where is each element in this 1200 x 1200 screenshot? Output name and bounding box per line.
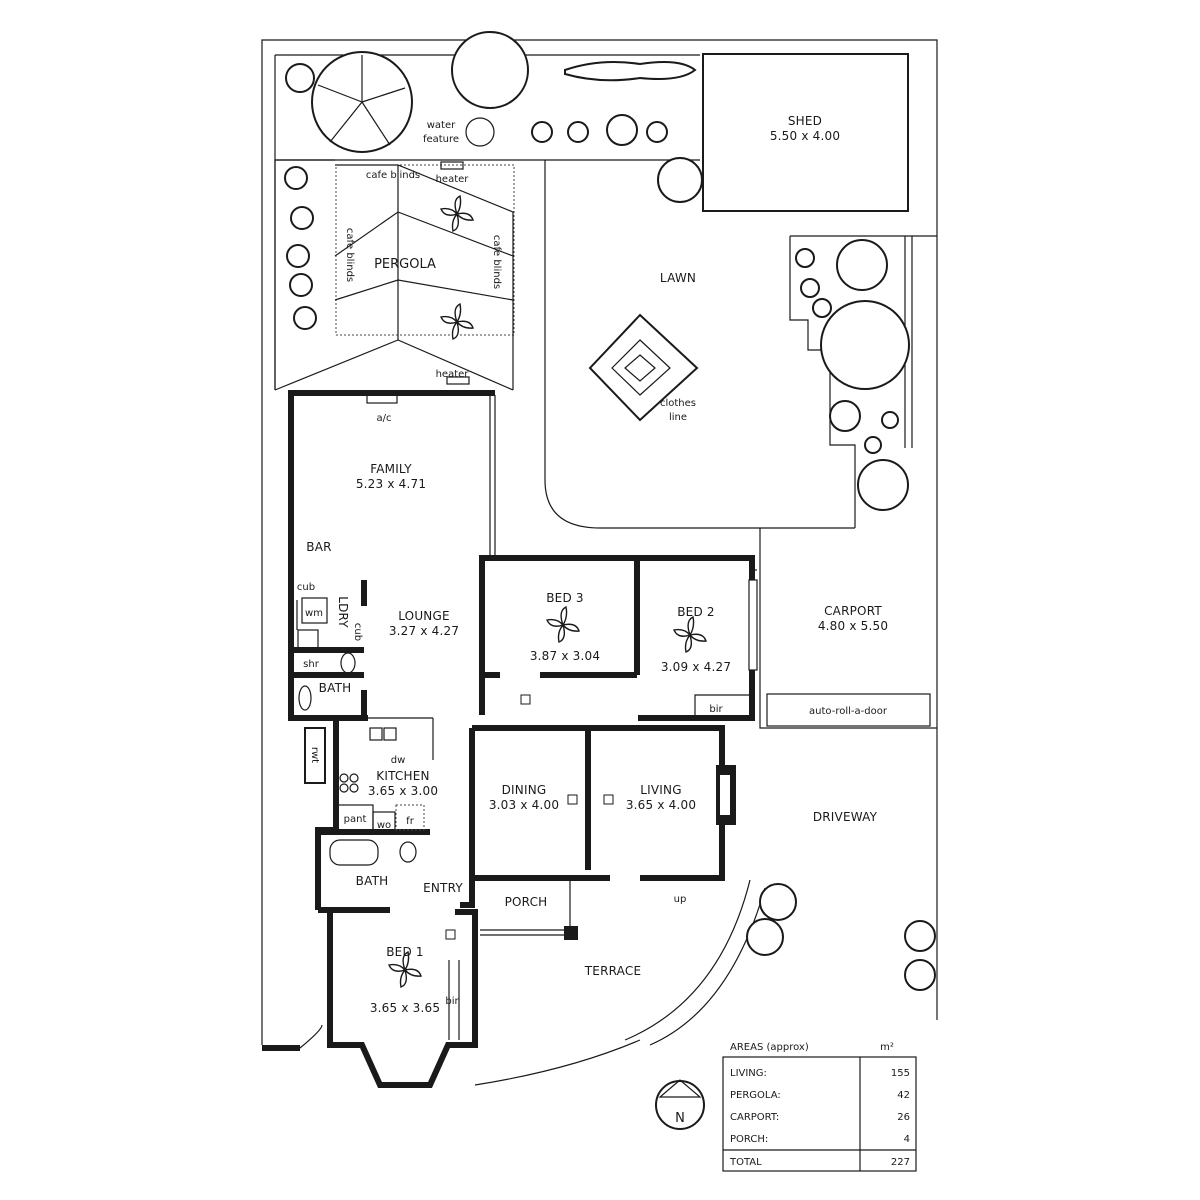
fixture-labels: a/c cub wm cub shr rwt dw pant wo fr bir…	[297, 413, 724, 1007]
bed3-dims: 3.87 x 3.04	[530, 649, 600, 663]
bir-bed1-label: bir	[445, 996, 459, 1007]
upper-garden: water feature	[285, 31, 703, 203]
dining-dims: 3.03 x 4.00	[489, 798, 559, 812]
clothes-line-label-2: line	[669, 412, 687, 423]
areas-table: AREAS (approx) m² LIVING: 155 PERGOLA: 4…	[722, 1042, 917, 1172]
area-row-value: 4	[904, 1134, 910, 1145]
heater-top: heater	[436, 174, 470, 185]
carport-dims: 4.80 x 5.50	[818, 619, 888, 633]
bed1-dims: 3.65 x 3.65	[370, 1001, 440, 1015]
driveway: DRIVEWAY	[624, 810, 936, 1046]
areas-unit: m²	[880, 1042, 894, 1053]
pant-label: pant	[344, 814, 367, 825]
area-row-value: 155	[891, 1068, 910, 1079]
cafe-blinds-top: cafe blinds	[366, 170, 420, 181]
area-total-value: 227	[891, 1157, 910, 1168]
house-walls	[288, 390, 758, 1088]
bath-upper-label: BATH	[319, 681, 352, 695]
area-total-label: TOTAL	[729, 1157, 762, 1168]
dining-label: DINING	[502, 783, 547, 797]
cub-label: cub	[297, 582, 315, 593]
living-label: LIVING	[640, 783, 681, 797]
up-label: up	[674, 894, 687, 905]
driveway-label: DRIVEWAY	[813, 810, 878, 824]
bed1-label: BED 1	[386, 945, 424, 959]
terrace-label: TERRACE	[584, 964, 641, 978]
cafe-blinds-left: cafe blinds	[344, 228, 355, 282]
bed3-label: BED 3	[546, 591, 584, 605]
shed-dims: 5.50 x 4.00	[770, 129, 840, 143]
pergola: PERGOLA cafe blinds heater heater cafe b…	[274, 159, 515, 391]
auto-roll-a-door-label: auto-roll-a-door	[809, 706, 888, 717]
entry-label: ENTRY	[423, 881, 463, 895]
lawn-label: LAWN	[660, 271, 696, 285]
living-dims: 3.65 x 4.00	[626, 798, 696, 812]
wo-label: wo	[377, 820, 391, 831]
bir-bed2-label: bir	[709, 704, 723, 715]
shed-label: SHED	[788, 114, 822, 128]
north-arrow: N	[655, 1079, 705, 1130]
lounge-label: LOUNGE	[398, 609, 450, 623]
porch-label: PORCH	[505, 895, 548, 909]
fixtures	[297, 597, 752, 940]
fr-label: fr	[406, 816, 415, 827]
rwt-label: rwt	[309, 747, 320, 763]
shr-label: shr	[303, 659, 320, 670]
area-row-label: PORCH:	[730, 1134, 768, 1145]
family-label: FAMILY	[370, 462, 412, 476]
kitchen-label: KITCHEN	[376, 769, 429, 783]
area-row-label: LIVING:	[730, 1068, 767, 1079]
cafe-blinds-right: cafe blinds	[491, 235, 502, 289]
ac-label: a/c	[377, 413, 392, 424]
bar-label: BAR	[306, 540, 331, 554]
clothes-line-label: clothes	[660, 398, 696, 409]
lawn: LAWN clothes line	[544, 160, 937, 529]
heater-bottom: heater	[436, 369, 470, 380]
carport-label: CARPORT	[824, 604, 882, 618]
carport: CARPORT 4.80 x 5.50 auto-roll-a-door	[759, 528, 937, 729]
bath-lower-label: BATH	[356, 874, 389, 888]
water-feature-label: water	[427, 120, 456, 131]
cub-label-2: cub	[352, 623, 363, 641]
areas-title: AREAS (approx)	[730, 1042, 809, 1053]
area-row-label: CARPORT:	[730, 1112, 779, 1123]
bed2-dims: 3.09 x 4.27	[661, 660, 731, 674]
lounge-dims: 3.27 x 4.27	[389, 624, 459, 638]
wm-label: wm	[305, 608, 323, 619]
dw-label: dw	[391, 755, 406, 766]
area-row-label: PERGOLA:	[730, 1090, 781, 1101]
kitchen-dims: 3.65 x 3.00	[368, 784, 438, 798]
area-row-value: 26	[897, 1112, 910, 1123]
family-dims: 5.23 x 4.71	[356, 477, 426, 491]
bed2-label: BED 2	[677, 605, 715, 619]
shed: SHED 5.50 x 4.00	[702, 53, 909, 212]
terrace: TERRACE	[474, 964, 641, 1086]
ldry-label: LDRY	[336, 596, 350, 628]
pergola-label: PERGOLA	[374, 257, 436, 272]
north-label: N	[675, 1111, 685, 1126]
room-labels: FAMILY 5.23 x 4.71 BAR LOUNGE 3.27 x 4.2…	[306, 462, 731, 1015]
ceiling-fans	[388, 605, 707, 988]
area-row-value: 42	[897, 1090, 910, 1101]
water-feature-label-2: feature	[423, 134, 459, 145]
